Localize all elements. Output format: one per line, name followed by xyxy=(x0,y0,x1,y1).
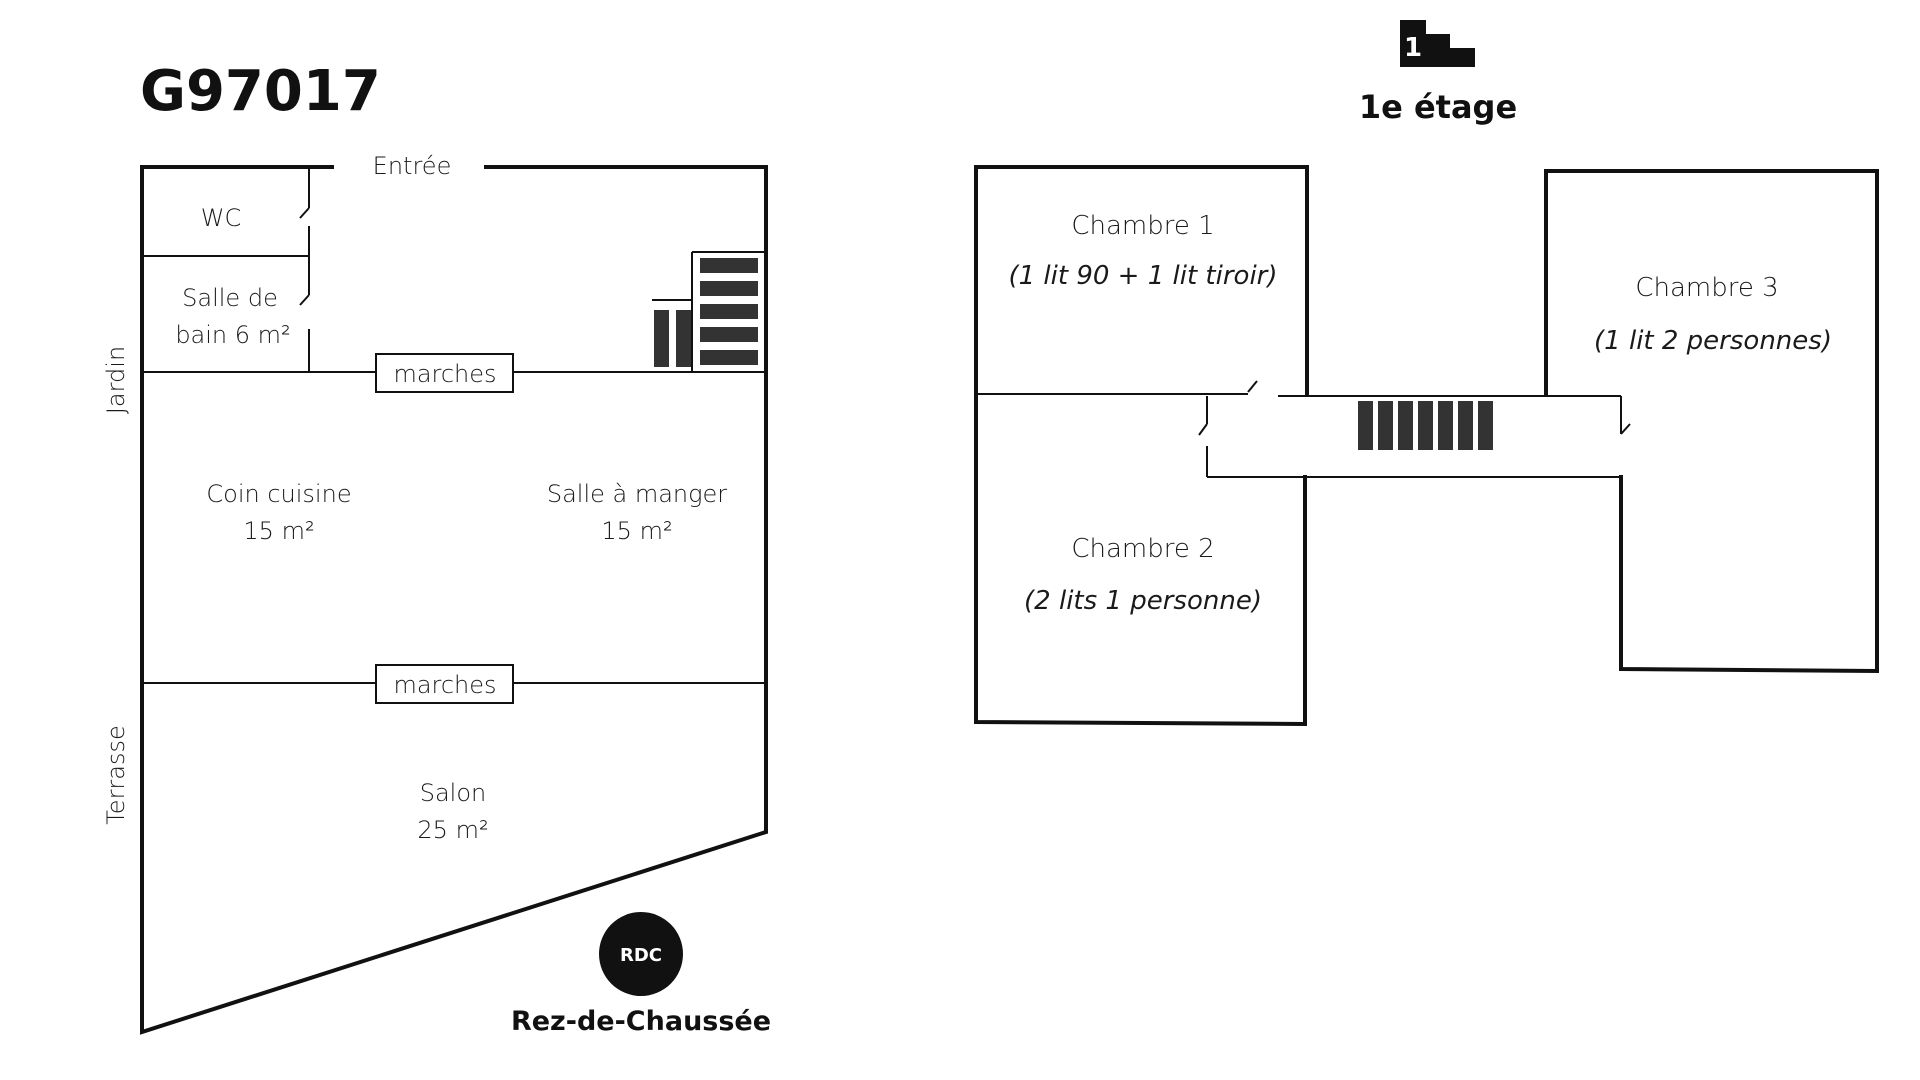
living-area-label: 25 m² xyxy=(417,816,488,844)
living-name-label: Salon xyxy=(420,779,487,807)
plan-code-title: G97017 xyxy=(140,59,381,124)
wc-door xyxy=(299,207,310,219)
first-floor-badge-text: 1 xyxy=(1404,33,1422,63)
ground-floor-name: Rez-de-Chaussée xyxy=(511,1006,771,1037)
ground-floor-outer-wall xyxy=(140,165,768,1035)
bedroom-3-name: Chambre 3 xyxy=(1635,273,1778,303)
steps-upper-label: marches xyxy=(393,360,496,388)
garden-label: Jardin xyxy=(102,346,130,414)
bath-door xyxy=(299,294,310,306)
first-floor-plan: 1 1e étage Chambre 1 (1 lit 90 + 1 lit xyxy=(974,20,1879,727)
bedroom-1-beds: (1 lit 90 + 1 lit tiroir) xyxy=(1008,261,1277,291)
ground-floor-plan: Entrée WC Salle de bain 6 m² marches Coi… xyxy=(102,152,771,1037)
dining-name-label: Salle à manger xyxy=(547,480,727,508)
bedroom-1-name: Chambre 1 xyxy=(1071,211,1214,241)
bathroom-label-line2: bain 6 m² xyxy=(175,321,290,349)
ground-floor-badge-text: RDC xyxy=(620,945,662,966)
ground-floor-badge xyxy=(599,912,683,996)
first-floor-stairs-icon: 1 xyxy=(1400,20,1475,67)
bedroom-3-walls xyxy=(1544,169,1879,674)
entrance-label: Entrée xyxy=(373,152,452,180)
bedroom-3-door xyxy=(1620,423,1631,435)
kitchen-name-label: Coin cuisine xyxy=(206,480,351,508)
wc-label: WC xyxy=(201,204,242,232)
bedroom-1-door xyxy=(1247,380,1258,393)
kitchen-area-label: 15 m² xyxy=(243,517,314,545)
ground-staircase xyxy=(652,251,764,372)
bathroom-label-line1: Salle de xyxy=(182,284,278,312)
bedroom-1-2-walls xyxy=(974,165,1309,727)
bedroom-2-name: Chambre 2 xyxy=(1071,534,1214,564)
first-floor-name: 1e étage xyxy=(1359,88,1517,126)
bedroom-3-beds: (1 lit 2 personnes) xyxy=(1594,326,1832,356)
bedroom-2-beds: (2 lits 1 personne) xyxy=(1024,586,1262,616)
steps-lower-label: marches xyxy=(393,671,496,699)
dining-area-label: 15 m² xyxy=(601,517,672,545)
first-floor-staircase xyxy=(1358,401,1493,450)
bedroom-2-door xyxy=(1198,423,1208,436)
terrace-label: Terrasse xyxy=(102,725,130,825)
